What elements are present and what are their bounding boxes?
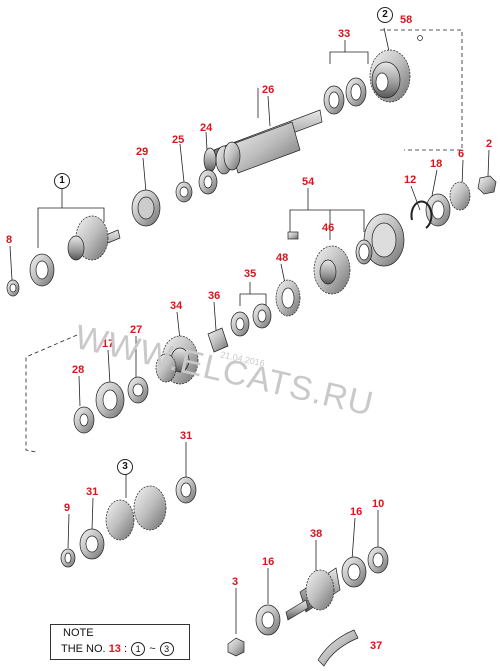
note-title: NOTE (63, 627, 94, 639)
note-box: NOTE THE NO. 13 : 1 ~ 3 (50, 624, 190, 660)
callout-58-top[interactable]: 58 (400, 14, 413, 26)
note-separator: : (124, 642, 128, 655)
group-marker-2[interactable]: 2 (377, 7, 393, 23)
callout-24[interactable]: 24 (200, 122, 213, 134)
note-to-marker: 3 (159, 642, 174, 656)
note-number: 13 (108, 642, 121, 655)
callout-31-upper[interactable]: 31 (180, 430, 193, 442)
callout-28[interactable]: 28 (72, 364, 85, 376)
callout-25[interactable]: 25 (172, 134, 185, 146)
group-marker-3[interactable]: 3 (117, 459, 133, 475)
callout-31-lower[interactable]: 31 (86, 486, 99, 498)
callout-3[interactable]: 3 (232, 576, 239, 588)
callout-16-left[interactable]: 16 (262, 556, 275, 568)
callout-2[interactable]: 2 (486, 138, 493, 150)
callout-34[interactable]: 34 (170, 300, 183, 312)
callout-48[interactable]: 48 (276, 252, 289, 264)
note-line: THE NO. 13 : 1 ~ 3 (61, 642, 175, 656)
callout-36[interactable]: 36 (208, 290, 221, 302)
callout-9[interactable]: 9 (64, 502, 71, 514)
callout-46[interactable]: 46 (322, 222, 335, 234)
note-prefix: THE NO. (61, 642, 106, 655)
callout-37[interactable]: 37 (370, 640, 383, 652)
callout-17[interactable]: 17 (102, 338, 115, 350)
callout-26[interactable]: 26 (262, 84, 275, 96)
callout-29[interactable]: 29 (136, 146, 149, 158)
callout-6[interactable]: 6 (458, 148, 465, 160)
note-tilde: ~ (149, 642, 156, 655)
callout-18[interactable]: 18 (430, 158, 443, 170)
callout-10[interactable]: 10 (372, 498, 385, 510)
callout-38[interactable]: 38 (310, 528, 323, 540)
callout-35[interactable]: 35 (244, 268, 257, 280)
group-marker-1[interactable]: 1 (54, 173, 70, 189)
callout-27[interactable]: 27 (130, 324, 143, 336)
callout-8[interactable]: 8 (6, 234, 13, 246)
callout-54[interactable]: 54 (302, 176, 315, 188)
callout-16-right[interactable]: 16 (350, 506, 363, 518)
note-from-marker: 1 (131, 642, 146, 656)
callout-12[interactable]: 12 (404, 174, 417, 186)
callout-33[interactable]: 33 (338, 28, 351, 40)
